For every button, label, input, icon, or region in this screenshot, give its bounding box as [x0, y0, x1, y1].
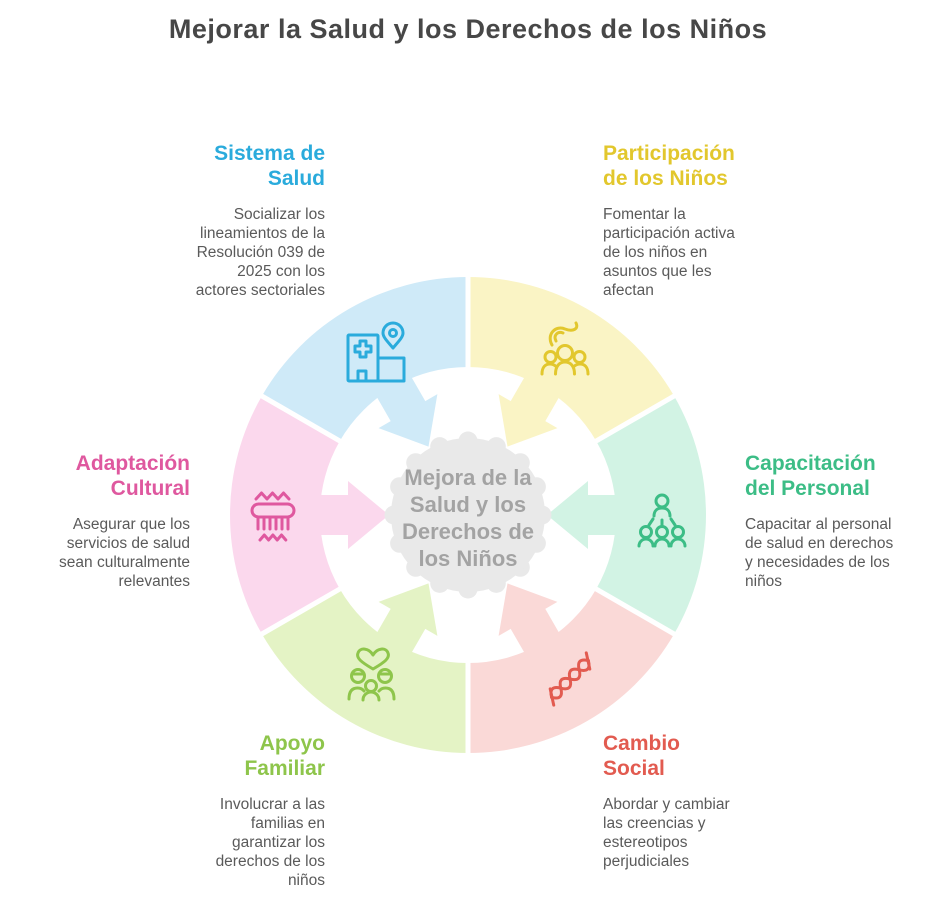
section-title: Adaptación Cultural	[75, 452, 190, 500]
segment-apoyo-familiar	[261, 589, 468, 753]
section-title: Participación de los Niños	[603, 142, 735, 190]
arrow-sistema-de-salud	[364, 356, 438, 447]
section-block-capacitacion: Capacitación del Personal Capacitar al p…	[745, 452, 925, 591]
inward-arrows	[296, 356, 640, 674]
section-description: Capacitar al personal de salud en derech…	[745, 515, 894, 591]
section-description: Socializar los lineamientos de la Resolu…	[195, 205, 325, 300]
arrow-capacitacion	[547, 481, 640, 549]
trainer-audience-icon	[637, 493, 687, 548]
page-title: Mejorar la Salud y los Derechos de los N…	[168, 14, 768, 44]
center-label: Mejora de la Salud y los Derechos de los…	[401, 465, 535, 572]
section-block-cambio-social: Cambio Social Abordar y cambiar las cree…	[603, 732, 773, 871]
section-title: Sistema de Salud	[214, 142, 325, 190]
arrow-cambio-social	[498, 583, 572, 674]
section-block-adaptacion-cultural: Adaptación Cultural Asegurar que los ser…	[30, 452, 190, 591]
hospital-location-icon	[346, 321, 406, 383]
section-block-apoyo-familiar: Apoyo Familiar Involucrar a las familias…	[165, 732, 325, 891]
cultural-weave-icon	[250, 491, 296, 542]
segment-separators	[251, 267, 685, 763]
section-description: Asegurar que los servicios de salud sean…	[59, 515, 190, 591]
section-description: Abordar y cambiar las creencias y estere…	[603, 795, 730, 871]
dna-strand-icon	[548, 651, 592, 707]
segment-capacitacion	[596, 396, 706, 634]
section-description: Fomentar la participación activa de los …	[603, 205, 735, 300]
section-title: Apoyo Familiar	[244, 732, 325, 780]
section-description: Involucrar a las familias en garantizar …	[215, 795, 325, 890]
arrow-participacion	[498, 356, 572, 447]
arrow-adaptacion-cultural	[296, 481, 389, 549]
arrow-apoyo-familiar	[364, 583, 438, 674]
section-title: Capacitación del Personal	[745, 452, 876, 500]
section-block-participacion: Participación de los Niños Fomentar la p…	[603, 142, 783, 301]
family-heart-icon	[347, 647, 396, 702]
section-title: Cambio Social	[603, 732, 681, 780]
segment-adaptacion-cultural	[230, 396, 340, 634]
center-circle	[384, 431, 552, 599]
section-block-sistema-de-salud: Sistema de Salud Socializar los lineamie…	[155, 142, 325, 301]
children-group-icon	[540, 321, 590, 376]
segment-sistema-de-salud	[261, 277, 468, 441]
